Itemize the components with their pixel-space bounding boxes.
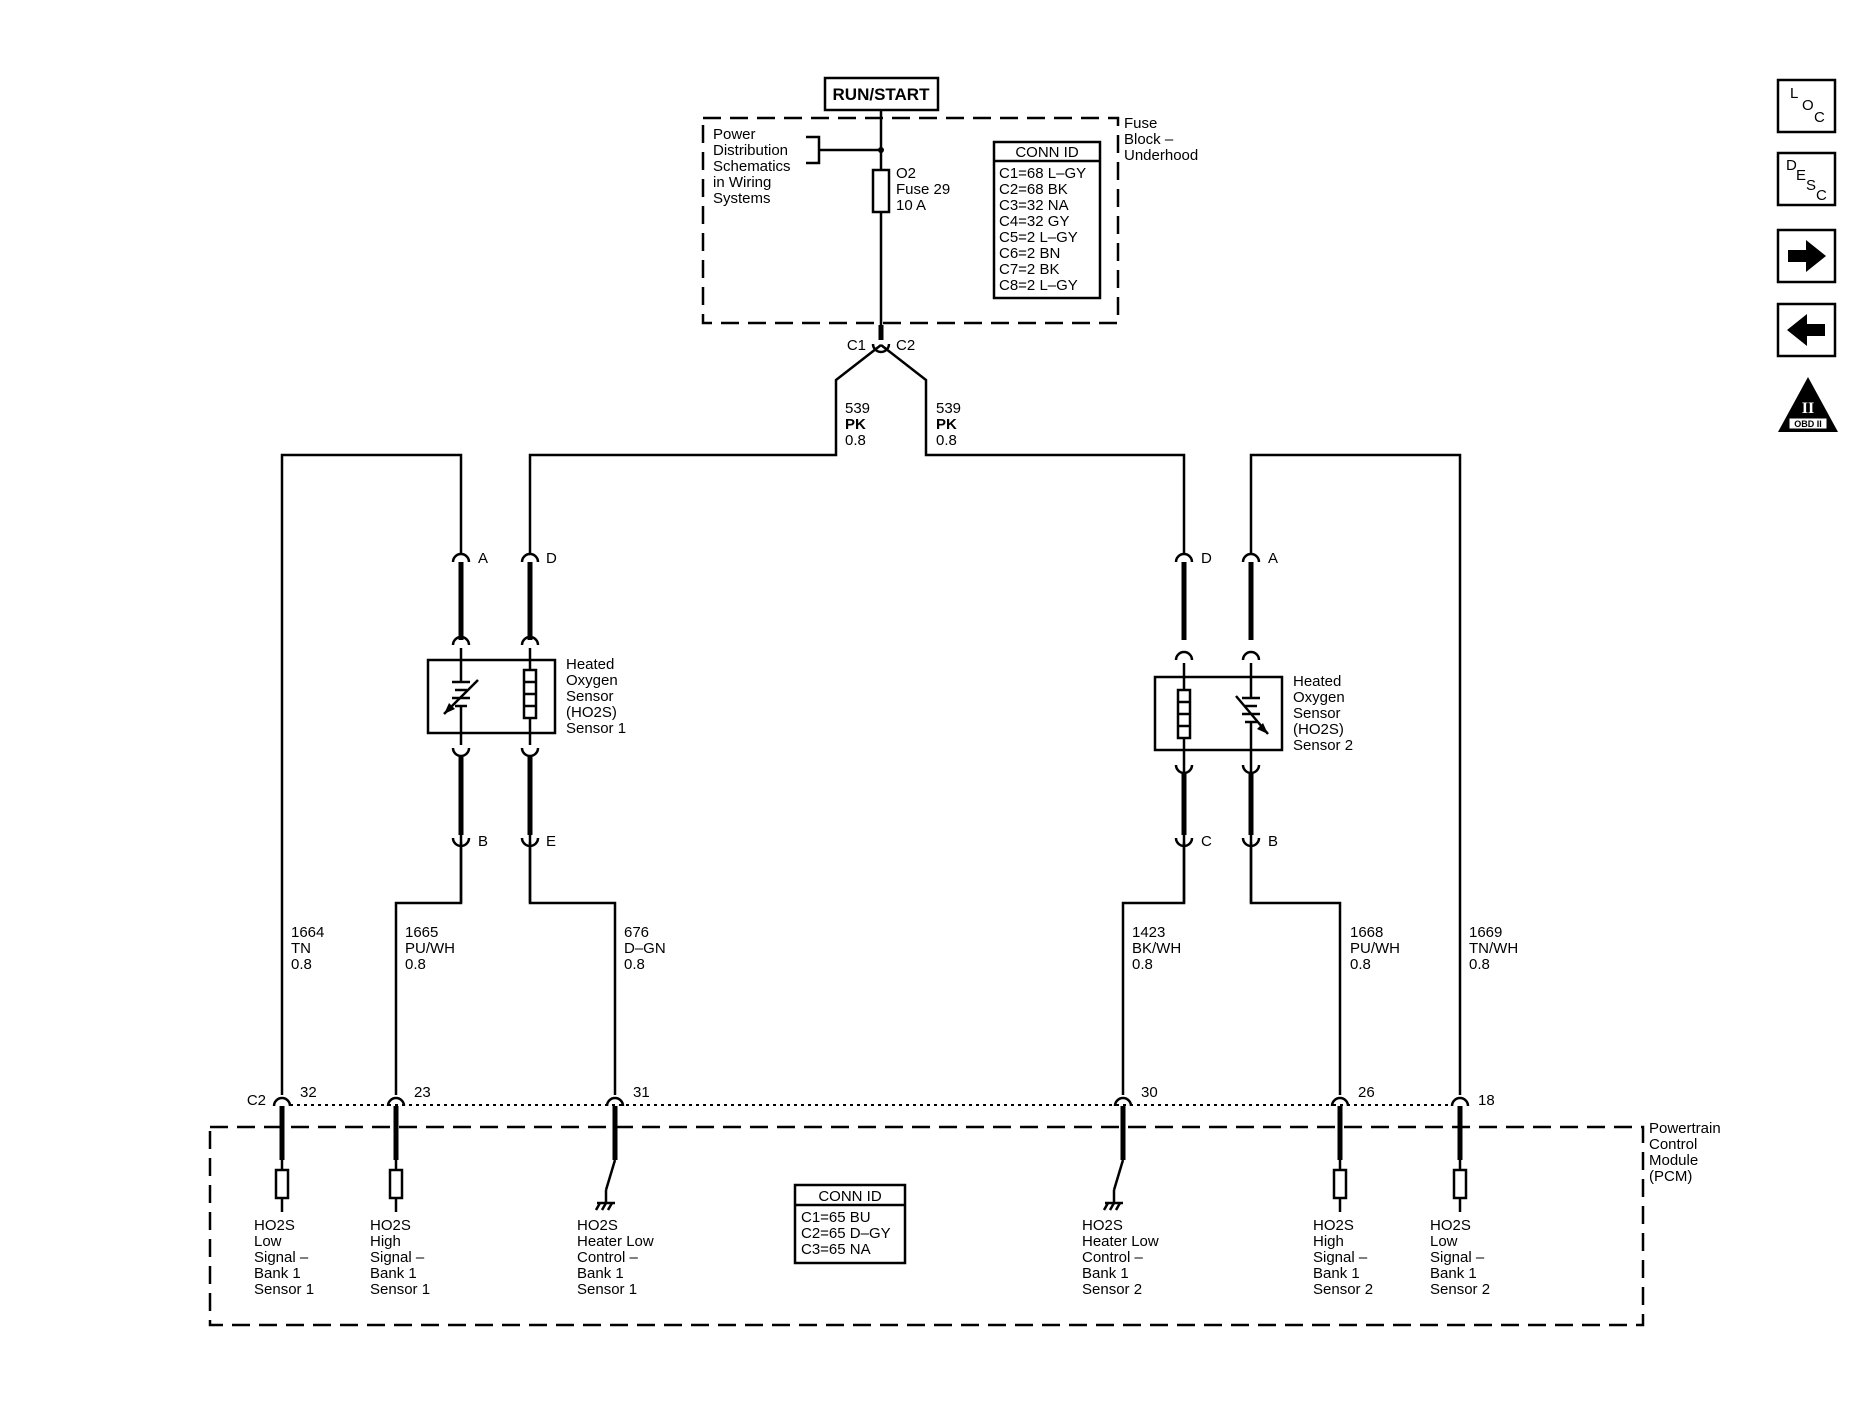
conn-id-list: C1=68 L–GY C2=68 BK C3=32 NA C4=32 GY C5… bbox=[999, 165, 1090, 294]
oxygen-sensor-cell-icon bbox=[443, 670, 479, 723]
wire-1665-label: 1665 PU/WH 0.8 bbox=[405, 924, 459, 973]
fuse-block-underhood: Fuse Block – Underhood Power Distributio… bbox=[701, 110, 1198, 354]
c1-c2-connector bbox=[871, 343, 891, 354]
ho2s-sensor-2: Heated Oxygen Sensor (HO2S) Sensor 2 bbox=[1153, 663, 1353, 760]
circuit-23-label: HO2S High Signal – Bank 1 Sensor 1 bbox=[370, 1217, 430, 1298]
wire-676 bbox=[528, 760, 617, 1095]
sensor1-pin-e: E bbox=[546, 833, 556, 850]
run-start-text: RUN/START bbox=[833, 85, 931, 104]
wire-1669 bbox=[1249, 453, 1462, 1095]
sensor2-bottom-connectors: C B bbox=[1174, 764, 1278, 903]
desc-button[interactable]: D E S C bbox=[1776, 151, 1837, 207]
sensor2-pin-d: D bbox=[1201, 550, 1212, 567]
fuse-block-label: Fuse Block – Underhood bbox=[1124, 115, 1198, 164]
sensor1-top-connectors: A D bbox=[451, 550, 557, 646]
heater-element-icon bbox=[1176, 663, 1192, 760]
pcm-pin-32: 32 bbox=[300, 1084, 317, 1101]
sensor1-pin-b: B bbox=[478, 833, 488, 850]
pcm-conn-id-table: CONN ID C1=65 BU C2=65 D–GY C3=65 NA bbox=[793, 1183, 907, 1265]
pcm-conn-id-list: C1=65 BU C2=65 D–GY C3=65 NA bbox=[801, 1209, 895, 1258]
pcm-connector-c2: C2 bbox=[247, 1092, 266, 1109]
sensor1-bottom-connectors: B E bbox=[451, 747, 556, 903]
ground-switch-icon bbox=[1102, 1159, 1125, 1211]
arrow-left-icon bbox=[1787, 314, 1825, 346]
wire-539-left-label: 539 PK 0.8 bbox=[845, 400, 874, 449]
wire-1668 bbox=[1249, 760, 1342, 1095]
loc-button[interactable]: L O C bbox=[1776, 78, 1837, 134]
next-arrow-button[interactable] bbox=[1776, 228, 1837, 284]
svg-text:OBD II: OBD II bbox=[1794, 419, 1822, 429]
wire-1668-label: 1668 PU/WH 0.8 bbox=[1350, 924, 1404, 973]
wire-1664-label: 1664 TN 0.8 bbox=[291, 924, 329, 973]
pcm-label: Powertrain Control Module (PCM) bbox=[1649, 1120, 1725, 1185]
wire-539-right-label: 539 PK 0.8 bbox=[936, 400, 965, 449]
pcm-outline bbox=[208, 1125, 1645, 1327]
wire-539-right bbox=[880, 344, 1186, 555]
svg-text:II: II bbox=[1802, 400, 1814, 417]
pcm-pin-30: 30 bbox=[1141, 1084, 1158, 1101]
circuit-30-label: HO2S Heater Low Control – Bank 1 Sensor … bbox=[1082, 1217, 1163, 1298]
o2-fuse-29 bbox=[871, 168, 891, 214]
pd-ref-bracket bbox=[806, 135, 881, 165]
sensor2-pin-c: C bbox=[1201, 833, 1212, 850]
oxygen-sensor-cell-icon bbox=[1235, 663, 1269, 760]
svg-text:C: C bbox=[1814, 109, 1825, 126]
fuse-block-outline bbox=[701, 116, 1120, 325]
sensor1-label: Heated Oxygen Sensor (HO2S) Sensor 1 bbox=[566, 656, 626, 737]
powertrain-control-module: Powertrain Control Module (PCM) C2 32 23… bbox=[208, 1084, 1725, 1327]
pcm-internal-resistors bbox=[274, 1160, 1468, 1212]
svg-text:E: E bbox=[1796, 167, 1806, 184]
fuse-block-conn-id-table: CONN ID C1=68 L–GY C2=68 BK C3=32 NA C4=… bbox=[992, 140, 1102, 300]
circuit-31-label: HO2S Heater Low Control – Bank 1 Sensor … bbox=[577, 1217, 658, 1298]
svg-text:L: L bbox=[1790, 85, 1798, 102]
previous-arrow-button[interactable] bbox=[1776, 302, 1837, 358]
pcm-pin-26: 26 bbox=[1358, 1084, 1375, 1101]
wire-676-label: 676 D–GN 0.8 bbox=[624, 924, 670, 973]
fuse-label: O2 Fuse 29 10 A bbox=[896, 165, 954, 214]
circuit-32-label: HO2S Low Signal – Bank 1 Sensor 1 bbox=[254, 1217, 314, 1298]
circuit-18-label: HO2S Low Signal – Bank 1 Sensor 2 bbox=[1430, 1217, 1490, 1298]
c2-label: C2 bbox=[896, 337, 915, 354]
ho2s-sensor-1: Heated Oxygen Sensor (HO2S) Sensor 1 bbox=[426, 648, 626, 745]
svg-text:C: C bbox=[1816, 187, 1827, 204]
sensor1-pin-d: D bbox=[546, 550, 557, 567]
conn-id-title: CONN ID bbox=[1015, 144, 1079, 161]
run-start-label: RUN/START bbox=[823, 76, 940, 112]
svg-text:O: O bbox=[1802, 97, 1814, 114]
arrow-right-icon bbox=[1788, 240, 1826, 272]
wire-539-left bbox=[528, 344, 882, 555]
wire-1669-label: 1669 TN/WH 0.8 bbox=[1469, 924, 1522, 973]
pcm-pin-23: 23 bbox=[414, 1084, 431, 1101]
c1-label: C1 bbox=[847, 337, 866, 354]
sensor2-pin-b: B bbox=[1268, 833, 1278, 850]
power-distribution-ref: Power Distribution Schematics in Wiring … bbox=[713, 126, 795, 207]
sensor2-top-connectors: D A bbox=[1174, 550, 1278, 661]
pcm-pins: 32 23 31 30 26 18 bbox=[272, 1084, 1495, 1160]
svg-text:S: S bbox=[1806, 177, 1816, 194]
pcm-pin-31: 31 bbox=[633, 1084, 650, 1101]
sensor2-label: Heated Oxygen Sensor (HO2S) Sensor 2 bbox=[1293, 673, 1353, 754]
sensor2-pin-a: A bbox=[1268, 550, 1278, 567]
obd-ii-button[interactable]: II OBD II bbox=[1778, 377, 1838, 432]
wire-1664 bbox=[280, 453, 463, 1095]
svg-text:D: D bbox=[1786, 157, 1797, 174]
pcm-conn-id-title: CONN ID bbox=[818, 1188, 882, 1205]
circuit-26-label: HO2S High Signal – Bank 1 Sensor 2 bbox=[1313, 1217, 1373, 1298]
sensor1-pin-a: A bbox=[478, 550, 488, 567]
wire-1423-label: 1423 BK/WH 0.8 bbox=[1132, 924, 1185, 973]
heater-element-icon bbox=[522, 648, 538, 745]
pcm-pin-18: 18 bbox=[1478, 1092, 1495, 1109]
ground-switch-icon bbox=[594, 1159, 617, 1211]
